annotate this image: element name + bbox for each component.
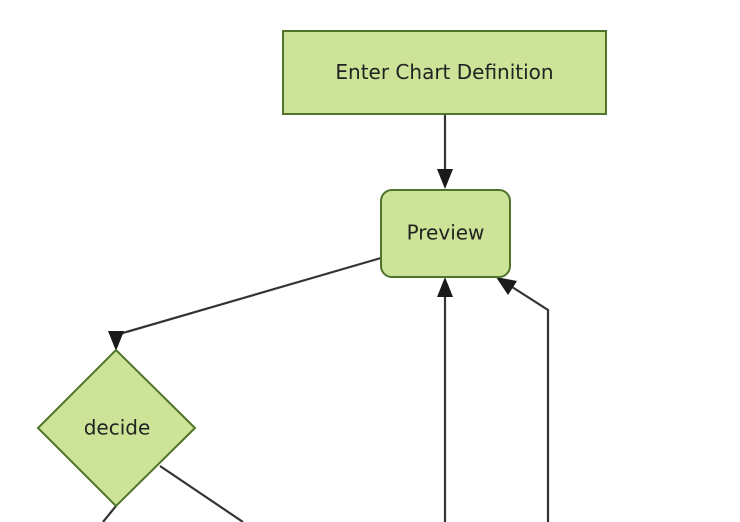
edge-decide-left-down xyxy=(102,505,117,522)
node-label-enter-chart-definition: Enter Chart Definition xyxy=(335,60,553,84)
edge-layer xyxy=(102,114,550,522)
edge-decide-right-down xyxy=(159,465,244,522)
node-decide[interactable]: decide xyxy=(36,348,197,508)
node-enter-chart-definition[interactable]: Enter Chart Definition xyxy=(282,30,607,115)
node-label-decide: decide xyxy=(84,416,151,440)
edge-bottom-center-to-preview xyxy=(437,277,453,522)
node-shape-diamond[interactable] xyxy=(36,348,197,508)
arrowhead-icon xyxy=(437,169,453,189)
edge-enter-to-preview xyxy=(437,114,453,189)
node-layer: Enter Chart Definition Preview decide xyxy=(36,30,607,508)
edge-line xyxy=(159,465,244,522)
arrowhead-icon xyxy=(437,277,453,297)
edge-line xyxy=(508,284,550,522)
node-label-preview: Preview xyxy=(407,221,485,245)
edge-bottom-right-to-preview xyxy=(496,277,550,522)
edge-line xyxy=(102,505,117,522)
edge-preview-to-decide xyxy=(108,256,382,351)
edge-line xyxy=(115,256,382,337)
arrowhead-icon xyxy=(496,277,517,295)
arrowhead-icon xyxy=(108,331,124,351)
node-preview[interactable]: Preview xyxy=(380,189,511,278)
node-shape-rectangle[interactable] xyxy=(282,30,607,115)
node-shape-rounded-rectangle[interactable] xyxy=(380,189,511,278)
